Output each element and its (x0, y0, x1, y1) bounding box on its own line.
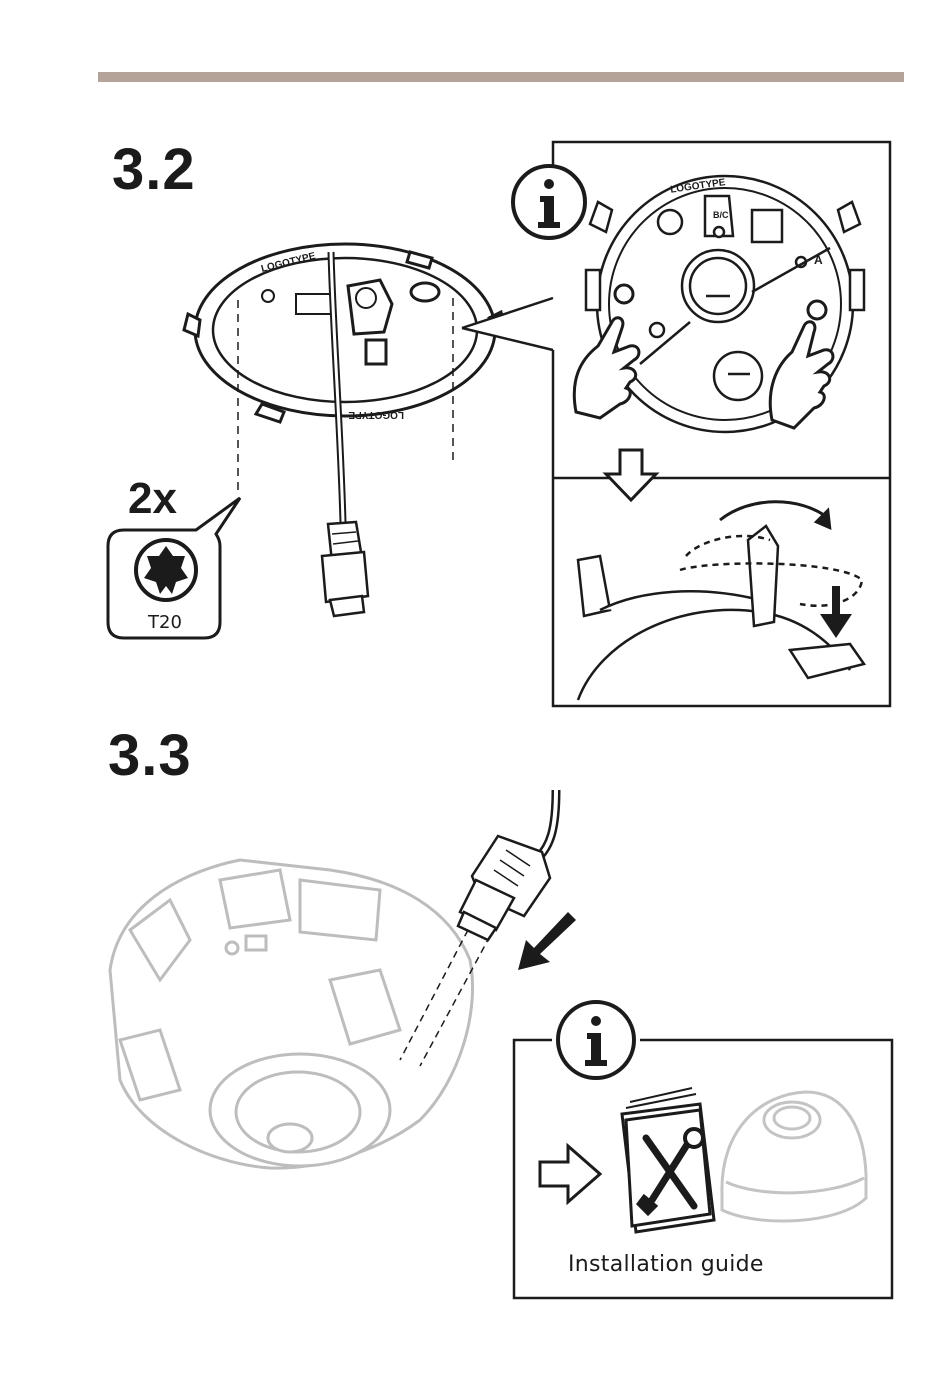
installation-guide-label: Installation guide (568, 1252, 764, 1277)
marker-label: A (814, 253, 823, 267)
lever-detail-drawing (578, 502, 864, 700)
camera-dome-faded-drawing (722, 1092, 866, 1221)
right-arrow-outline-icon (540, 1146, 600, 1202)
torx-t20-icon (136, 540, 196, 600)
down-arrow-outline-icon (606, 450, 656, 500)
installation-guide-book-icon (622, 1088, 714, 1232)
jumper-label: B/C (713, 210, 729, 220)
tool-size-label: T20 (128, 612, 202, 633)
ring-logotype-text-lower: LOGOTYPE (348, 409, 404, 420)
insert-arrow-icon (518, 912, 576, 970)
down-arrow-solid-icon (820, 586, 852, 638)
screw-quantity-label: 2x (128, 474, 177, 524)
mounting-bracket-drawing: LOGOTYPE LOGOTYPE (184, 244, 505, 490)
info-icon (558, 1002, 634, 1078)
info-icon (513, 166, 585, 238)
camera-dome-drawing (110, 860, 473, 1168)
